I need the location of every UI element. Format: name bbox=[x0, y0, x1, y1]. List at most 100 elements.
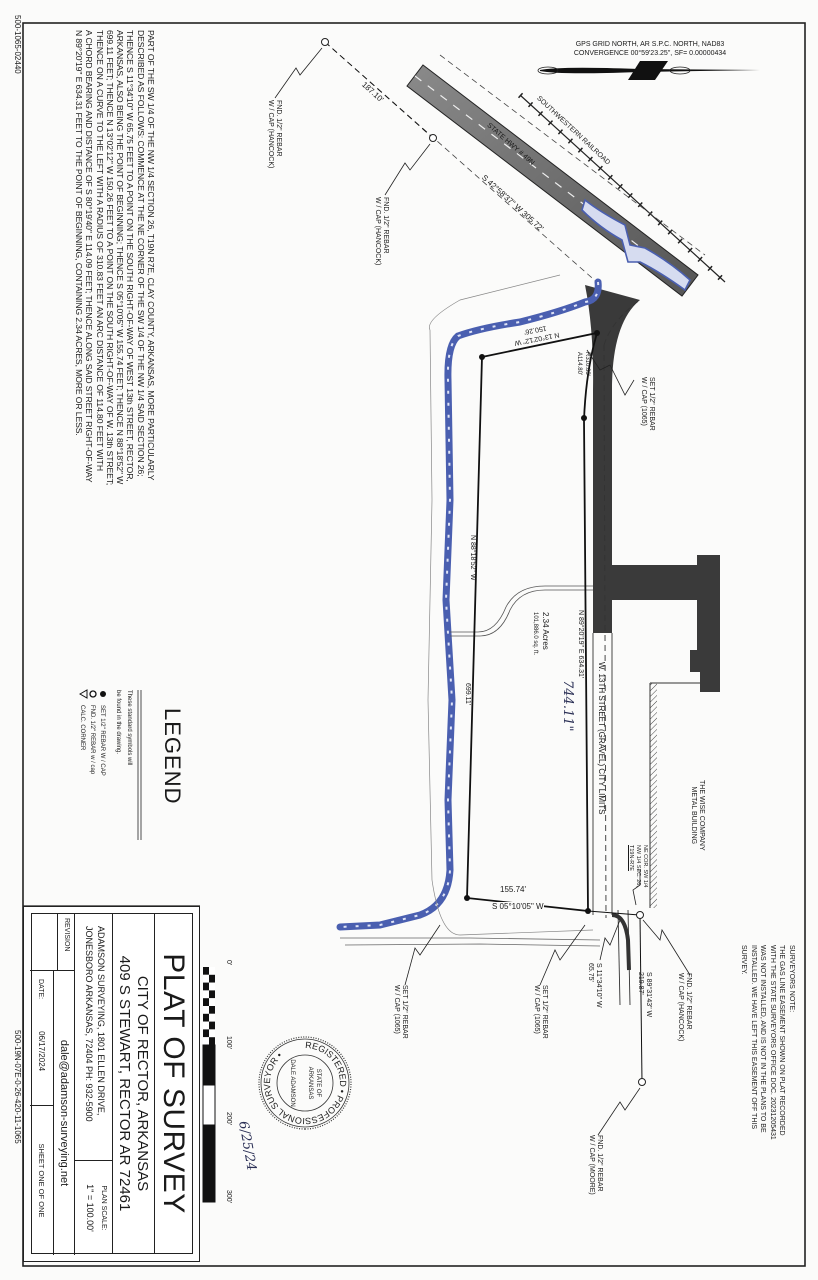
revision-label: REVISION bbox=[57, 914, 74, 970]
set-rebar-marker bbox=[594, 330, 600, 336]
metal-building-wall bbox=[649, 682, 700, 908]
firm-line: ADAMSON SURVEYING, 1801 ELLEN DRIVE, bbox=[96, 926, 106, 1116]
handwritten-distance: 744.11" bbox=[560, 680, 575, 732]
scale-bar-segment bbox=[203, 1037, 209, 1045]
scale-bar-segment bbox=[203, 990, 209, 999]
sheet-border bbox=[22, 22, 806, 1267]
found-rebar-marker bbox=[638, 1078, 646, 1086]
w-13th-street-gravel bbox=[592, 299, 641, 1006]
label-line: SET 1/2" REBAR bbox=[648, 377, 655, 431]
ne-corner-label: NE COR. SW 1/4 NW 1/4 SEC. 26, T19N-R7E bbox=[627, 845, 648, 887]
label-line: FND. 1/2" REBAR bbox=[596, 1135, 603, 1192]
creek bbox=[336, 274, 602, 947]
bearing: S 11°34'10" W bbox=[595, 963, 602, 1008]
set-rebar-label: SET 1/2" REBAR W / CAP (1065) bbox=[533, 985, 548, 1039]
south-line-distance: 155.74' bbox=[500, 885, 526, 894]
legend-title: LEGEND bbox=[160, 708, 185, 805]
label-line: METAL BUILDING bbox=[690, 786, 698, 845]
scale-bar-segment bbox=[209, 1021, 215, 1030]
curve-label: R310.83' A114.80' bbox=[575, 352, 591, 376]
scale-bar-segment bbox=[209, 1013, 215, 1022]
title-block: PLAT OF SURVEY CITY OF RECTOR, ARKANSAS … bbox=[23, 906, 200, 1262]
surveyors-note: SURVEYORS NOTE: THE GAS LINE EASEMENT SH… bbox=[739, 945, 796, 1140]
west-line-bearing: N 88°18'52" W bbox=[469, 535, 476, 581]
scale-bar-segment bbox=[209, 982, 215, 991]
description-line: N 89°20'19" E 634.31 FEET TO THE POINT O… bbox=[73, 30, 84, 436]
email-link[interactable]: dale@adamson-surveying.net bbox=[53, 971, 74, 1255]
label-line: W / CAP (HANCOCK) bbox=[677, 973, 685, 1042]
legend-item-found-rebar: FND. 1/2" REBAR w / cap bbox=[89, 705, 95, 775]
bearing: S 89°31'43" W bbox=[645, 972, 652, 1018]
convergence-text: CONVERGENCE 00°59'23.25", SF= 0.00000434 bbox=[573, 50, 727, 57]
label-line: W / CAP (1065) bbox=[393, 985, 401, 1034]
label-line: THE WISE COMPANY bbox=[698, 780, 705, 851]
curve-arc: A114.80' bbox=[576, 352, 582, 376]
set-rebar-marker bbox=[479, 354, 485, 360]
label-line: W / CAP (MOORE) bbox=[588, 1135, 596, 1195]
scale-label: 300' bbox=[225, 1190, 232, 1204]
scale-bar-segment bbox=[202, 1044, 216, 1086]
note-line: INSTALLED. WE HAVE LEFT THIS EASEMENT OF… bbox=[750, 945, 757, 1129]
curve-radius: R310.83' bbox=[584, 352, 590, 376]
legend-note: These standard symbols will be found in … bbox=[112, 690, 134, 765]
found-rebar-label: FND. 1/2" REBAR W / CAP (HANCOCK) bbox=[267, 100, 282, 168]
railroad-track bbox=[517, 92, 728, 285]
project-location: CITY OF RECTOR, ARKANSAS 409 S STEWART, … bbox=[112, 914, 154, 1253]
label-line: W / CAP (1065) bbox=[640, 377, 648, 426]
west-line-distance: 699.11' bbox=[464, 683, 471, 706]
scale-bar bbox=[202, 967, 216, 1203]
scale-bar-segment bbox=[209, 967, 215, 975]
found-rebar-marker bbox=[429, 134, 437, 142]
triangle-icon bbox=[78, 689, 88, 699]
scale-label: 100' bbox=[225, 1036, 232, 1050]
scale-bar-segment bbox=[203, 1006, 209, 1014]
scale-bar-segment bbox=[209, 974, 215, 983]
scale-label: 0' bbox=[225, 960, 232, 966]
firm-info: ADAMSON SURVEYING, 1801 ELLEN DRIVE, JON… bbox=[74, 914, 112, 1161]
set-rebar-marker bbox=[585, 908, 591, 914]
date-cell: DATE: 06/17/2024 bbox=[30, 971, 53, 1106]
south-line-bearing: S 05°10'05" W bbox=[492, 902, 544, 911]
parcel-boundary bbox=[324, 41, 643, 1083]
scale-bar-segment bbox=[203, 1021, 209, 1030]
description-line: PART OF THE SW 1/4 OF THE NW 1/4 SECTION… bbox=[146, 30, 156, 481]
square-feet: 101,886.0 sq. ft. bbox=[532, 612, 538, 656]
description-line: THENCE ON A CURVE TO THE LEFT WITH A RAD… bbox=[94, 30, 105, 471]
distance: 65.75' bbox=[587, 963, 595, 982]
label-line: T19N-R7E bbox=[628, 845, 634, 871]
legend-note-line: These standard symbols will bbox=[126, 690, 132, 766]
svg-text:DALE ADAMSON: DALE ADAMSON bbox=[289, 1059, 295, 1106]
label-line: SET 1/2" REBAR bbox=[401, 985, 408, 1039]
set-rebar-marker bbox=[464, 895, 470, 901]
filled-dot-icon bbox=[100, 691, 106, 697]
street-name-label: W. 13TH STREET (GRAVEL) CITY LIMITS bbox=[597, 662, 606, 815]
description-line: THENCE S 11°34'10" W 65.75 FEET TO A POI… bbox=[125, 30, 136, 482]
note-line: WITH THE STATE SURVEYORS OFFICE DOC. 202… bbox=[769, 945, 776, 1140]
svg-text:REGISTERED • PROFESSIONAL SURV: REGISTERED • PROFESSIONAL SURVEYOR • bbox=[262, 1040, 348, 1126]
corner-markers bbox=[321, 38, 646, 1086]
scale-bar-segment bbox=[209, 1037, 215, 1045]
label-line: FND. 1/2" REBAR bbox=[685, 973, 692, 1030]
label-line: NW 1/4 SEC. 26, bbox=[635, 845, 641, 887]
scale-bar-segment bbox=[203, 998, 209, 1006]
note-line: THE GAS LINE EASEMENT SHOWN ON PLAT RECO… bbox=[778, 945, 786, 1136]
street-line-label: N 89°20'19" E 634.31' bbox=[577, 610, 584, 679]
description-line: A CHORD BEARING AND DISTANCE OF S 80°19'… bbox=[84, 30, 95, 483]
description-line: 699.11 FEET; THENCE N 13°02'12" W 150.26… bbox=[104, 30, 115, 486]
label-line: W / CAP (1065) bbox=[533, 985, 541, 1034]
target-circle-icon bbox=[89, 690, 97, 698]
label-line: FND. 1/2" REBAR bbox=[382, 197, 389, 254]
revision-cell: REVISION bbox=[30, 914, 74, 971]
surveyors-note-title: SURVEYORS NOTE: bbox=[788, 945, 795, 1013]
date-value: 06/17/2024 bbox=[37, 1031, 46, 1072]
grid-north-text: GPS GRID NORTH, AR S.P.C. NORTH, NAD83 bbox=[575, 41, 725, 48]
label-line: W / CAP (HANCOCK) bbox=[267, 100, 275, 169]
legend-item-set-rebar: SET 1/2" REBAR W / CAP bbox=[99, 705, 105, 776]
legend-item-calc-corner: CALC. CORNER bbox=[79, 705, 85, 751]
label-leaders bbox=[140, 47, 691, 1136]
sheet-number: SHEET ONE OF ONE bbox=[37, 1143, 46, 1218]
found-rebar-marker bbox=[636, 911, 644, 919]
surveyor-seal: REGISTERED • PROFESSIONAL SURVEYOR • STA… bbox=[258, 1036, 352, 1130]
